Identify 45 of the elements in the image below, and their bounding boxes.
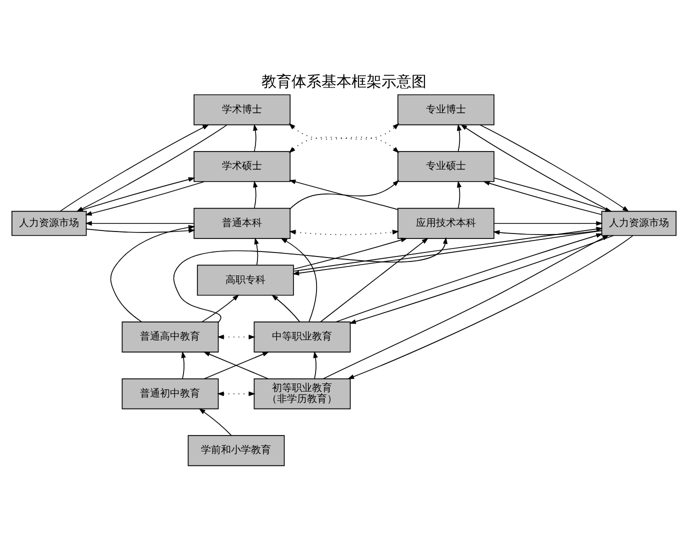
node-box: 初等职业教育 （非学历教育） [254, 378, 351, 410]
arrow [198, 408, 232, 436]
arrow [272, 294, 300, 322]
arrow [456, 124, 462, 152]
arrow [456, 180, 462, 208]
node-box: 专业硕士 [397, 151, 494, 182]
arrow [293, 238, 408, 270]
arrow [253, 124, 258, 152]
node-box: 人力资源市场 [12, 210, 87, 236]
node-box: 学前和小学教育 [188, 435, 285, 466]
node-box: 普通本科 [194, 208, 291, 239]
arrow [217, 334, 256, 340]
node-box: 学术博士 [194, 94, 291, 126]
node-box: 应用技术本科 [397, 208, 494, 239]
arrow [313, 351, 318, 379]
arrow [77, 177, 196, 212]
arrow [323, 235, 610, 380]
diagram-title: 教育体系基本框架示意图 [262, 72, 426, 91]
node-box: 学术硕士 [194, 151, 291, 182]
arrow [60, 124, 210, 212]
arrow [173, 237, 448, 324]
arrow [86, 228, 196, 233]
arrow [181, 351, 186, 379]
arrow [347, 235, 634, 380]
arrow [494, 221, 603, 226]
node-box: 普通初中教育 [122, 378, 219, 410]
arrow [110, 225, 196, 322]
arrow [76, 124, 228, 212]
arrow [280, 238, 318, 322]
node-box: 中等职业教育 [254, 322, 351, 352]
arrow [492, 230, 602, 236]
arrow [289, 230, 400, 236]
arrow [288, 123, 400, 154]
node-box: 人力资源市场 [601, 210, 676, 236]
arrow [483, 181, 602, 216]
node-box: 普通高中教育 [122, 322, 219, 352]
node-box: 专业博士 [397, 94, 494, 126]
arrow [202, 294, 240, 322]
arrow [217, 391, 256, 396]
arrow [253, 180, 258, 208]
arrow [254, 238, 259, 266]
arrow [85, 221, 194, 226]
arrow [320, 238, 428, 322]
node-box: 高职专科 [196, 264, 294, 296]
arrow [85, 181, 205, 216]
